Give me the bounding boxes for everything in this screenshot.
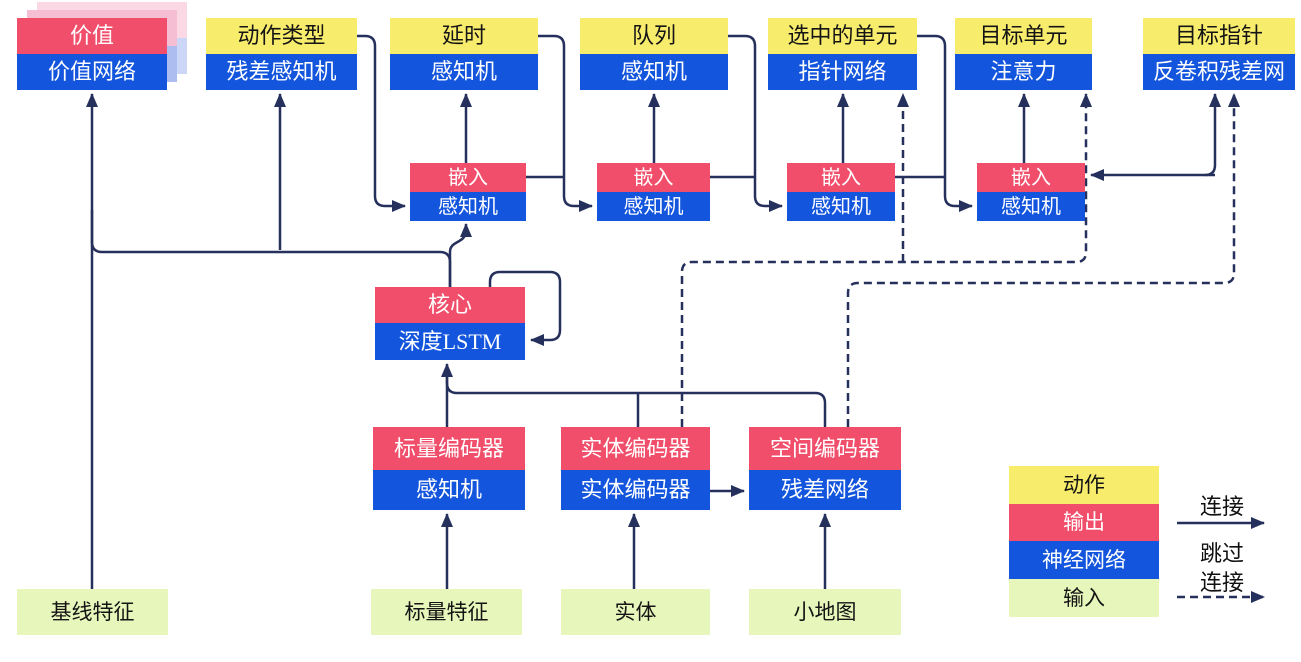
target-point-network: 反卷积残差网: [1143, 54, 1295, 90]
embed-1-network: 感知机: [410, 192, 526, 221]
value-head-network: 价值网络: [17, 54, 167, 90]
node-embed-1: 嵌入 感知机: [410, 163, 526, 221]
embed-2-network: 感知机: [597, 192, 710, 221]
entity-encoder-network: 实体编码器: [561, 470, 710, 510]
legend-output-swatch: 输出: [1009, 504, 1159, 541]
spatial-encoder-title: 空间编码器: [749, 427, 901, 470]
action-type-network: 残差感知机: [206, 54, 357, 90]
node-embed-4: 嵌入 感知机: [977, 163, 1085, 221]
node-target-point-head: 目标指针 反卷积残差网: [1143, 18, 1295, 90]
node-delay-head: 延时 感知机: [390, 18, 538, 90]
edge-core-to-left-branch: [90, 210, 452, 287]
node-input-entity: 实体: [561, 589, 710, 635]
edge-selected-units-to-embed4: [917, 34, 973, 212]
edge-up-to-target-point: [1204, 93, 1221, 177]
skip-spatial-to-target-point: [846, 93, 1240, 427]
node-action-type-head: 动作类型 残差感知机: [206, 18, 357, 90]
legend-color-key: 动作 输出 神经网络 输入: [1009, 466, 1159, 617]
embed-2-title: 嵌入: [597, 163, 710, 192]
queue-title: 队列: [580, 18, 728, 54]
input-scalar-label: 标量特征: [371, 589, 522, 635]
entity-encoder-title: 实体编码器: [561, 427, 710, 470]
action-type-title: 动作类型: [206, 18, 357, 54]
node-target-unit-head: 目标单元 注意力: [955, 18, 1092, 90]
core-network: 深度LSTM: [375, 323, 525, 360]
spatial-encoder-network: 残差网络: [749, 470, 901, 510]
embed-3-network: 感知机: [787, 192, 895, 221]
queue-network: 感知机: [580, 54, 728, 90]
input-baseline-label: 基线特征: [17, 589, 168, 635]
node-scalar-encoder: 标量编码器 感知机: [373, 427, 525, 510]
target-unit-title: 目标单元: [955, 18, 1092, 54]
edge-encoders-merge: [445, 376, 827, 427]
node-embed-3: 嵌入 感知机: [787, 163, 895, 221]
node-value-head: 价值 价值网络: [17, 18, 167, 90]
edge-core-self-loop: [488, 270, 562, 346]
legend-solid-arrow-label: 连接: [1199, 494, 1244, 519]
core-title: 核心: [375, 287, 525, 323]
embed-4-title: 嵌入: [977, 163, 1085, 192]
edge-action-type-to-embed1: [357, 34, 406, 212]
node-input-scalar: 标量特征: [371, 589, 522, 635]
legend-input-swatch: 输入: [1009, 579, 1159, 617]
node-input-baseline: 基线特征: [17, 589, 168, 635]
target-point-title: 目标指针: [1143, 18, 1295, 54]
edge-queue-to-embed3: [728, 34, 783, 212]
legend-dashed-arrow-label-line1: 跳过: [1199, 541, 1244, 566]
scalar-encoder-title: 标量编码器: [373, 427, 525, 470]
node-selected-units-head: 选中的单元 指针网络: [768, 18, 917, 90]
delay-network: 感知机: [390, 54, 538, 90]
node-entity-encoder: 实体编码器 实体编码器: [561, 427, 710, 510]
legend-dashed-arrow-label-line2: 连接: [1199, 570, 1244, 595]
skip-entity-to-selected-and-target-unit: [680, 93, 1092, 427]
selected-units-title: 选中的单元: [768, 18, 917, 54]
embed-4-network: 感知机: [977, 192, 1085, 221]
value-head-title: 价值: [17, 18, 167, 54]
edge-core-to-embed1: [448, 223, 472, 287]
node-core: 核心 深度LSTM: [375, 287, 525, 360]
input-minimap-label: 小地图: [749, 589, 901, 635]
delay-title: 延时: [390, 18, 538, 54]
selected-units-network: 指针网络: [768, 54, 917, 90]
embed-3-title: 嵌入: [787, 163, 895, 192]
node-spatial-encoder: 空间编码器 残差网络: [749, 427, 901, 510]
node-embed-2: 嵌入 感知机: [597, 163, 710, 221]
target-unit-network: 注意力: [955, 54, 1092, 90]
scalar-encoder-network: 感知机: [373, 470, 525, 510]
legend-network-swatch: 神经网络: [1009, 541, 1159, 579]
edge-delay-to-embed2: [538, 34, 593, 212]
node-input-minimap: 小地图: [749, 589, 901, 635]
legend-action-swatch: 动作: [1009, 466, 1159, 504]
input-entity-label: 实体: [561, 589, 710, 635]
embed-1-title: 嵌入: [410, 163, 526, 192]
node-queue-head: 队列 感知机: [580, 18, 728, 90]
